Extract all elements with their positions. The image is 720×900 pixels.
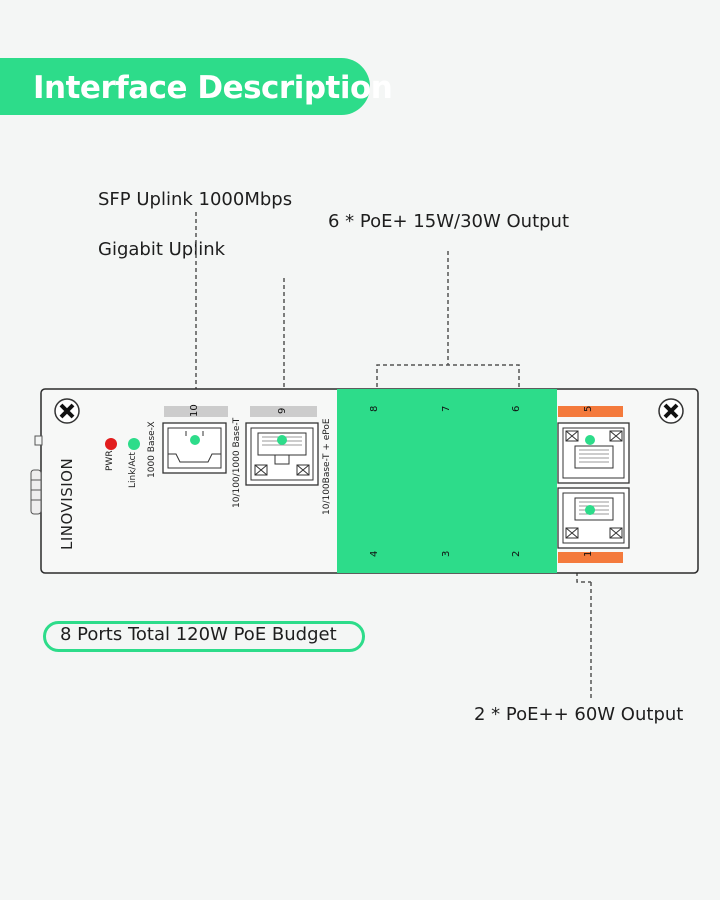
port-5-label-bar (558, 406, 623, 417)
poe-budget-badge (43, 621, 365, 652)
port-10-label-bar (164, 406, 228, 417)
rj45-uplink-led (277, 435, 287, 445)
sfp-port-type-label: 1000 Base-X (147, 421, 157, 478)
pwr-led-label: PWR (105, 450, 115, 471)
link-act-led-label: Link/Act (128, 452, 138, 488)
header-banner (0, 58, 370, 115)
port-number-1: 1 (583, 550, 594, 557)
poe-port-type-label: 10/100Base-T + ePoE (322, 418, 332, 515)
poe-budget-text: 8 Ports Total 120W PoE Budget (60, 624, 337, 645)
port-1-label-bar (558, 552, 623, 563)
pwr-led (105, 438, 117, 450)
port-number-3: 3 (441, 550, 452, 557)
screw-icon (658, 398, 684, 424)
rj45-uplink-type-label: 10/100/1000 Base-T (232, 417, 242, 508)
sfp-uplink-callout: SFP Uplink 1000Mbps (98, 189, 293, 210)
side-tab (34, 435, 43, 446)
poe-plusplus-port-1 (557, 487, 630, 549)
gigabit-uplink-callout: Gigabit Uplink (98, 239, 226, 260)
brand-logo-text: LINOVISION (58, 457, 76, 550)
port-number-9: 9 (277, 407, 288, 414)
rj45-uplink-port (245, 422, 319, 486)
poe-plus-block (337, 389, 557, 573)
poe-plus-callout: 6 * PoE+ 15W/30W Output (328, 211, 570, 232)
page-title: Interface Description (33, 70, 393, 106)
port-1-led (585, 505, 595, 515)
port-number-4: 4 (369, 550, 380, 557)
poe-plusplus-port-5 (557, 422, 630, 484)
link-act-led (128, 438, 140, 450)
port-number-6: 6 (511, 405, 522, 412)
port-number-5: 5 (583, 405, 594, 412)
port-number-2: 2 (511, 550, 522, 557)
port-number-7: 7 (441, 405, 452, 412)
port-5-led (585, 435, 595, 445)
poe-plusplus-callout: 2 * PoE++ 60W Output (474, 704, 684, 725)
power-connector (30, 469, 42, 515)
sfp-port (162, 422, 227, 474)
sfp-port-led (190, 435, 200, 445)
port-number-8: 8 (369, 405, 380, 412)
port-9-label-bar (250, 406, 317, 417)
port-number-10: 10 (189, 404, 200, 417)
screw-icon (54, 398, 80, 424)
